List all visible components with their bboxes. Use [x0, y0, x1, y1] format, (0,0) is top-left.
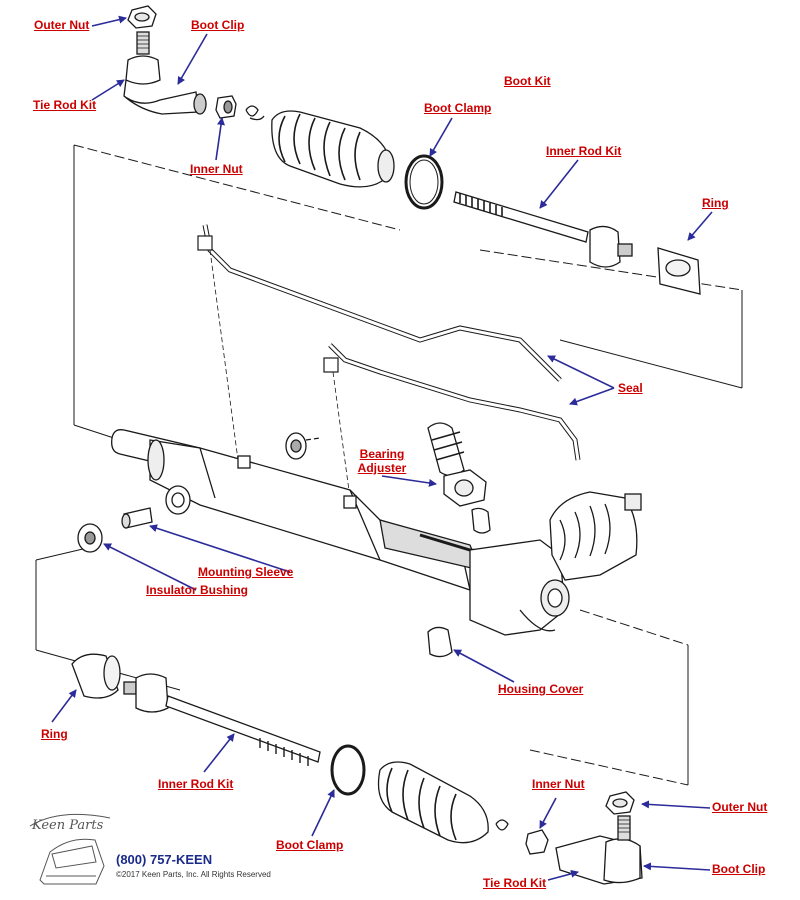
inner-rod-bottom-part — [123, 673, 321, 766]
boot-bottom-part — [377, 761, 489, 844]
phone-number[interactable]: (800) 757-KEEN — [116, 852, 213, 867]
label-outer-nut-top[interactable]: Outer Nut — [34, 18, 90, 32]
label-bearing-adjuster[interactable]: Bearing Adjuster — [356, 447, 408, 475]
boot-clamp-bottom-part — [330, 744, 366, 796]
tie-rod-end-top-part — [123, 31, 207, 115]
label-boot-clamp-top[interactable]: Boot Clamp — [424, 101, 492, 115]
label-inner-nut-top[interactable]: Inner Nut — [190, 162, 243, 176]
boot-top-part — [271, 110, 395, 188]
label-tie-rod-kit-bottom[interactable]: Tie Rod Kit — [483, 876, 547, 890]
keen-parts-logo — [29, 813, 111, 885]
label-seal[interactable]: Seal — [618, 381, 643, 395]
mount-bushing-parts — [77, 432, 321, 553]
callout-arrows — [51, 15, 713, 881]
label-ring-bottom[interactable]: Ring — [41, 727, 68, 741]
rack-housing-part — [111, 429, 521, 591]
label-bearing-adjuster-line2: Adjuster — [357, 461, 407, 475]
label-tie-rod-kit-top[interactable]: Tie Rod Kit — [33, 98, 97, 112]
outer-nut-top-part — [127, 5, 157, 29]
label-housing-cover[interactable]: Housing Cover — [498, 682, 584, 696]
bearing-adjuster-part — [427, 422, 491, 534]
label-boot-clip-top[interactable]: Boot Clip — [191, 18, 245, 32]
label-ring-top[interactable]: Ring — [702, 196, 729, 210]
outer-nut-bottom-part — [605, 791, 635, 815]
lower-assembly-frame — [35, 544, 689, 786]
label-inner-rod-kit-top[interactable]: Inner Rod Kit — [546, 144, 622, 158]
label-bearing-adjuster-line1: Bearing — [359, 447, 405, 461]
upper-assembly-frame — [73, 144, 743, 441]
label-inner-nut-bottom[interactable]: Inner Nut — [532, 777, 585, 791]
label-boot-clamp-bottom[interactable]: Boot Clamp — [276, 838, 344, 852]
label-inner-rod-kit-bottom[interactable]: Inner Rod Kit — [158, 777, 234, 791]
housing-cover-part — [427, 626, 453, 658]
hydraulic-lines — [197, 224, 581, 499]
label-outer-nut-bottom[interactable]: Outer Nut — [712, 800, 768, 814]
inner-rod-top-part — [453, 191, 633, 268]
valve-body-part — [469, 491, 642, 636]
ring-bottom-part — [71, 653, 121, 699]
label-boot-clip-bottom[interactable]: Boot Clip — [712, 862, 766, 876]
label-mounting-sleeve[interactable]: Mounting Sleeve — [198, 565, 294, 579]
inner-nut-top-part — [215, 95, 265, 121]
label-insulator-bushing[interactable]: Insulator Bushing — [146, 583, 248, 597]
copyright-notice: ©2017 Keen Parts, Inc. All Rights Reserv… — [116, 870, 271, 879]
ring-top-part — [657, 247, 701, 295]
label-boot-kit[interactable]: Boot Kit — [504, 74, 551, 88]
brand-logo-text: Keen Parts — [32, 818, 104, 833]
inner-nut-bottom-part — [495, 819, 549, 855]
boot-clamp-top-part — [404, 154, 444, 210]
